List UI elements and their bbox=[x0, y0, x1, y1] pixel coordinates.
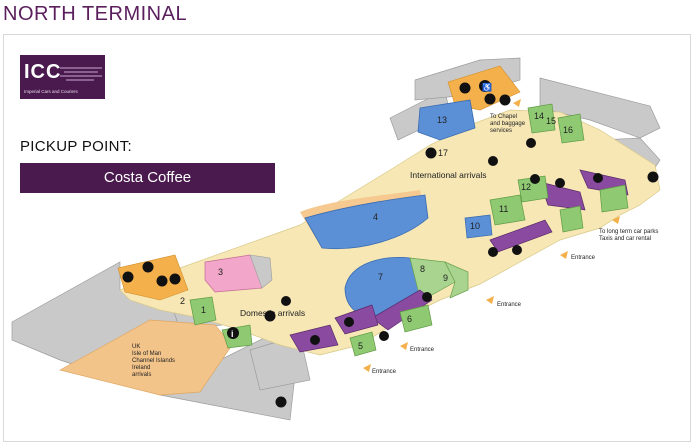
entrance-label: Entrance bbox=[372, 369, 397, 375]
area-number: 4 bbox=[373, 212, 378, 222]
page-title: NORTH TERMINAL bbox=[3, 3, 188, 25]
phone-icon bbox=[488, 247, 498, 257]
area-number: 12 bbox=[521, 182, 531, 192]
area-13 bbox=[417, 99, 476, 141]
area-number: 15 bbox=[546, 116, 556, 126]
chapel-label-1: To Chapel bbox=[490, 114, 517, 120]
baby-change-icon bbox=[499, 94, 511, 106]
toilets-icon bbox=[122, 271, 134, 283]
facility-icons: ♿ i bbox=[122, 80, 659, 408]
entrance-arrow-icon bbox=[560, 251, 568, 259]
entrance-arrow-icon bbox=[486, 296, 494, 304]
area-number: 16 bbox=[563, 125, 573, 135]
phone-icon bbox=[488, 156, 498, 166]
svg-text:i: i bbox=[231, 329, 234, 339]
car-icon bbox=[310, 335, 320, 345]
entrance-arrow-icon bbox=[612, 216, 620, 224]
phone-icon bbox=[422, 292, 432, 302]
logo-speed-lines bbox=[60, 67, 102, 81]
logo-text: ICC bbox=[24, 61, 62, 83]
area-4 bbox=[300, 190, 429, 250]
uk-arrivals-label-3: Channel Islands bbox=[132, 358, 175, 364]
car-icon bbox=[344, 317, 354, 327]
area-number: 11 bbox=[499, 204, 508, 214]
entrance-arrow-icon bbox=[400, 342, 408, 350]
car-parks-label-2: Taxis and car rental bbox=[599, 236, 651, 242]
toilets-icon bbox=[459, 82, 471, 94]
car-icon bbox=[555, 178, 565, 188]
cash-machine-icon bbox=[530, 174, 540, 184]
area-number: 8 bbox=[420, 264, 425, 274]
area-9 bbox=[444, 261, 469, 299]
cash-machine-icon bbox=[425, 147, 437, 159]
uk-arrivals-label-1: UK bbox=[132, 344, 140, 350]
information-icon bbox=[281, 296, 291, 306]
uk-arrivals-label-5: arrivals bbox=[132, 372, 151, 378]
logo-subtitle: Imperial Cars and Couriers bbox=[24, 89, 78, 94]
svg-text:♿: ♿ bbox=[482, 82, 492, 92]
area-8 bbox=[409, 257, 456, 297]
area-number: 3 bbox=[218, 267, 223, 277]
area-10 bbox=[464, 214, 493, 239]
international-arrivals-label: International arrivals bbox=[410, 170, 487, 180]
entrance-arrows bbox=[363, 99, 620, 372]
toilets-icon bbox=[142, 261, 154, 273]
area-number: 10 bbox=[470, 221, 480, 231]
phone-icon bbox=[526, 138, 536, 148]
area-number: 17 bbox=[438, 148, 448, 158]
accessible-icon bbox=[156, 275, 168, 287]
cash-machine-icon bbox=[264, 310, 276, 322]
entrance-label: Entrance bbox=[571, 255, 596, 261]
chapel-label-2: and baggage bbox=[490, 121, 526, 127]
cash-machine-icon bbox=[379, 331, 389, 341]
area-number: 9 bbox=[443, 273, 448, 283]
entrance-arrow-icon bbox=[513, 99, 521, 107]
car-icon bbox=[275, 396, 287, 408]
uk-arrivals-label-2: Isle of Man bbox=[132, 351, 161, 357]
toilets-icon: ♿ bbox=[479, 80, 492, 92]
car-icon bbox=[593, 173, 603, 183]
area-number: 7 bbox=[378, 272, 383, 282]
entrance-label: Entrance bbox=[497, 302, 522, 308]
area-number: 6 bbox=[407, 314, 412, 324]
pickup-location-box: Costa Coffee bbox=[20, 163, 275, 193]
area-number: 14 bbox=[534, 111, 544, 121]
area-number: 2 bbox=[180, 296, 185, 306]
chapel-label-3: services bbox=[490, 128, 512, 134]
area-number: 13 bbox=[437, 115, 447, 125]
pickup-point-label: PICKUP POINT: bbox=[20, 138, 132, 155]
entrance-arrow-icon bbox=[363, 364, 371, 372]
baby-change-icon bbox=[169, 273, 181, 285]
information-icon: i bbox=[227, 327, 239, 339]
accessible-icon bbox=[484, 93, 496, 105]
area-numbers: 1 2 3 4 5 6 7 8 9 10 11 12 13 14 15 16 1… bbox=[180, 111, 573, 351]
entrance-label: Entrance bbox=[410, 347, 435, 353]
area-number: 1 bbox=[201, 305, 206, 315]
icc-logo: ICC Imperial Cars and Couriers bbox=[20, 55, 105, 99]
car-parks-label-1: To long term car parks bbox=[599, 229, 658, 235]
uk-arrivals-label-4: Ireland bbox=[132, 365, 150, 371]
car-icon bbox=[647, 171, 659, 183]
area-number: 5 bbox=[358, 341, 363, 351]
phone-icon bbox=[512, 245, 522, 255]
